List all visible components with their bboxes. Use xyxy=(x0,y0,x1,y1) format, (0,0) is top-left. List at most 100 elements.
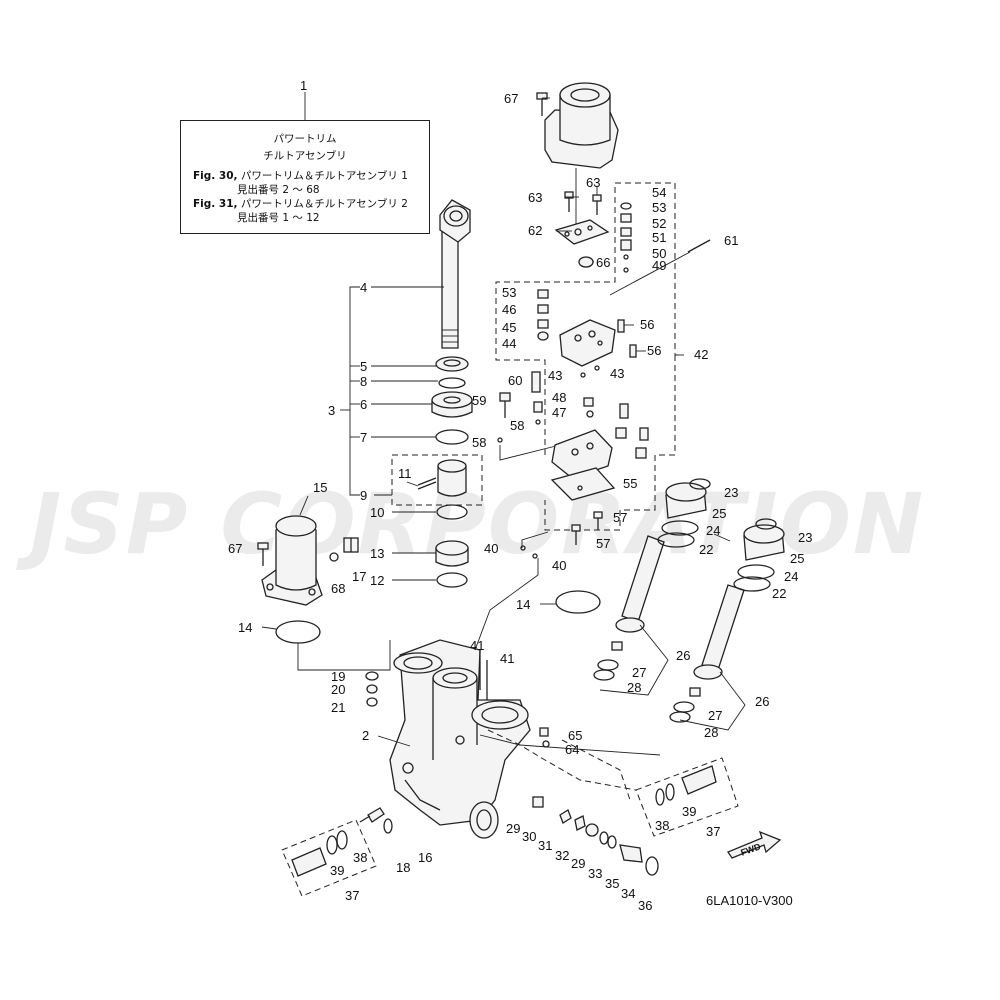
screw-63a xyxy=(564,191,574,212)
piston-9 xyxy=(417,459,467,497)
callout-45: 45 xyxy=(502,320,516,335)
ref-2-range: 1 ～ 12 xyxy=(282,212,320,224)
callout-52: 52 xyxy=(652,216,666,231)
screw-57a xyxy=(593,511,603,530)
callout-53a: 53 xyxy=(652,200,666,215)
callout-43b: 43 xyxy=(610,366,624,381)
ref-2-range-prefix: 見出番号 xyxy=(237,212,279,224)
valve-37-left xyxy=(291,830,348,877)
screw-67-left xyxy=(257,542,269,566)
callout-3: 3 xyxy=(328,403,335,418)
callout-59: 59 xyxy=(472,393,486,408)
callout-25a: 25 xyxy=(712,506,726,521)
callout-49: 49 xyxy=(652,258,666,273)
ball-40a xyxy=(520,545,526,551)
callout-41b: 41 xyxy=(500,651,514,666)
callout-63a: 63 xyxy=(528,190,542,205)
callout-39-right: 39 xyxy=(682,804,696,819)
callout-9: 9 xyxy=(360,488,367,503)
callout-68: 68 xyxy=(331,581,345,596)
washer-5 xyxy=(435,356,469,372)
ref-1-range-prefix: 見出番号 xyxy=(237,184,279,196)
ball-58a xyxy=(497,437,503,443)
ref-1-range: 2 ～ 68 xyxy=(282,184,320,196)
part-20 xyxy=(366,684,378,694)
valve-stack-44-53 xyxy=(537,289,549,341)
callout-57b: 57 xyxy=(596,536,610,551)
oring-7 xyxy=(435,429,469,445)
callout-56a: 56 xyxy=(640,317,654,332)
callout-26b: 26 xyxy=(755,694,769,709)
oring-16 xyxy=(383,818,393,834)
oring-19 xyxy=(365,671,379,681)
callout-66: 66 xyxy=(596,255,610,270)
oring-22a xyxy=(657,532,695,548)
callout-62: 62 xyxy=(528,223,542,238)
valve-48 xyxy=(583,397,594,407)
screw-57b xyxy=(571,524,581,545)
valve-59 xyxy=(499,392,543,418)
callout-37-right: 37 xyxy=(706,824,720,839)
oring-12 xyxy=(436,572,468,588)
ref-2-range-row: 見出番号 1 ～ 12 xyxy=(237,210,320,225)
valve-18 xyxy=(359,807,385,823)
callout-63b: 63 xyxy=(586,175,600,190)
callout-11: 11 xyxy=(398,466,412,481)
pin-56a xyxy=(617,319,625,333)
callout-15: 15 xyxy=(313,480,327,495)
leader-14 xyxy=(297,640,391,671)
valve-body-55 xyxy=(550,429,616,501)
callout-36: 36 xyxy=(638,898,652,913)
callout-27b: 27 xyxy=(708,708,722,723)
callout-41a: 41 xyxy=(470,638,484,653)
callout-61: 61 xyxy=(724,233,738,248)
callout-1: 1 xyxy=(300,78,307,93)
callout-4: 4 xyxy=(360,280,367,295)
pump-body xyxy=(559,319,616,367)
callout-64: 64 xyxy=(565,742,579,757)
oring-68 xyxy=(329,552,339,562)
plug-17 xyxy=(343,537,359,553)
callout-46: 46 xyxy=(502,302,516,317)
bottom-right-parts xyxy=(532,796,659,876)
callout-60: 60 xyxy=(508,373,522,388)
title-line-2: チルトアセンブリ xyxy=(263,150,347,162)
callout-13: 13 xyxy=(370,546,384,561)
motor-assembly xyxy=(544,82,619,169)
callout-67-left: 67 xyxy=(228,541,242,556)
callout-5: 5 xyxy=(360,359,367,374)
ball-43a xyxy=(580,372,586,378)
oring-47 xyxy=(586,410,594,418)
spring-60 xyxy=(531,371,541,393)
screw-67-top xyxy=(536,92,548,116)
callout-14-right: 14 xyxy=(516,597,530,612)
pump-plate-62 xyxy=(554,219,610,245)
callout-24b: 24 xyxy=(784,569,798,584)
callout-34: 34 xyxy=(621,886,635,901)
callout-14-left: 14 xyxy=(238,620,252,635)
callout-30: 30 xyxy=(522,829,536,844)
callout-27a: 27 xyxy=(632,665,646,680)
ref-1-text: パワートリム＆チルトアセンブリ 1 xyxy=(240,170,408,182)
oring-8 xyxy=(438,377,466,389)
callout-44: 44 xyxy=(502,336,516,351)
ball-58b xyxy=(535,419,541,425)
callout-10: 10 xyxy=(370,505,384,520)
callout-16: 16 xyxy=(418,850,432,865)
fwd-label: FWD xyxy=(739,841,762,858)
callout-18: 18 xyxy=(396,860,410,875)
callout-40a: 40 xyxy=(484,541,498,556)
callout-6: 6 xyxy=(360,397,367,412)
callout-38-right: 38 xyxy=(655,818,669,833)
valve-box-37-left xyxy=(281,819,377,897)
callout-23a: 23 xyxy=(724,485,738,500)
ball-43b xyxy=(594,365,600,371)
callout-39-left: 39 xyxy=(330,863,344,878)
title-line-1: パワートリム xyxy=(273,133,337,145)
small-valves xyxy=(615,403,649,459)
callout-54: 54 xyxy=(652,185,666,200)
callout-67-top: 67 xyxy=(504,91,518,106)
callout-37-left: 37 xyxy=(345,888,359,903)
gland-25-upper xyxy=(665,478,711,519)
